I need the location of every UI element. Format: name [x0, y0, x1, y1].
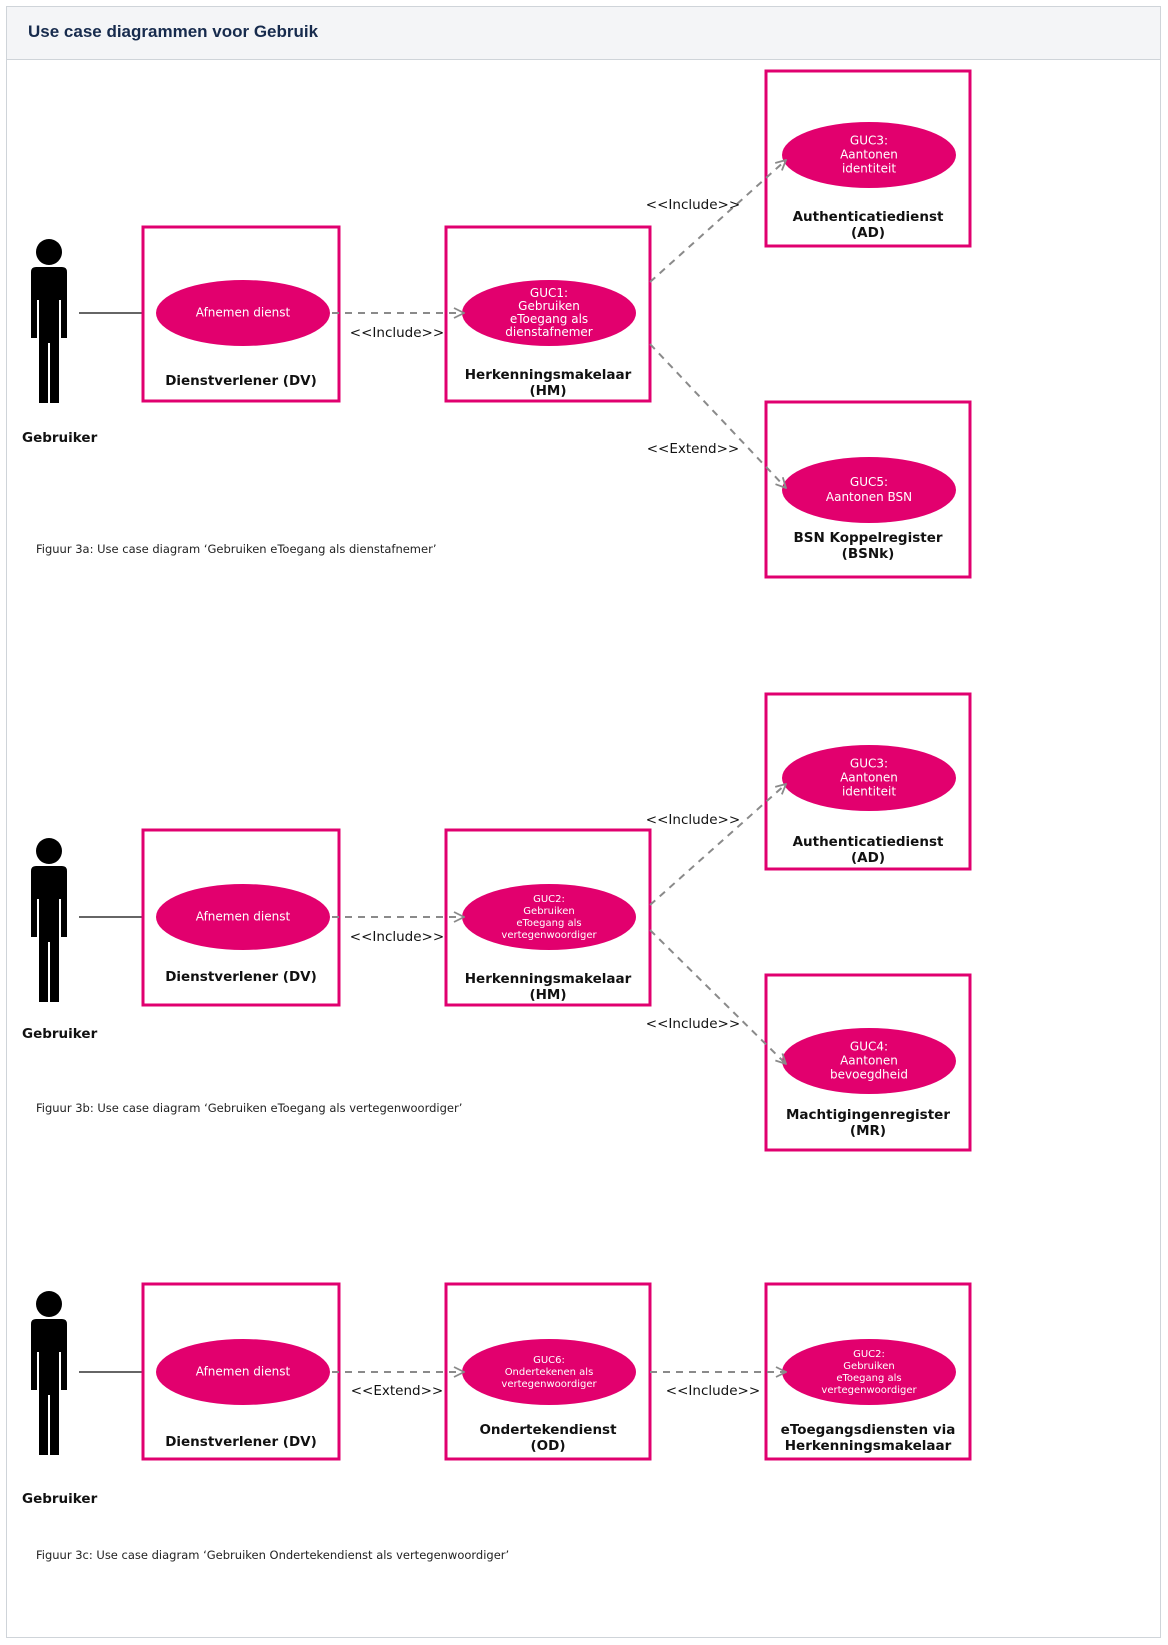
- relation-label: <<Include>>: [350, 929, 444, 945]
- system-name: Dienstverlener (DV): [165, 969, 317, 985]
- caption-figure-3a: Figuur 3a: Use case diagram ‘Gebruiken e…: [36, 542, 437, 556]
- relation-include-od-etoegang: <<Include>>: [650, 1372, 786, 1399]
- system-name: Herkenningsmakelaar(HM): [465, 971, 632, 1003]
- actor-head: [36, 1291, 62, 1317]
- system-name: Dienstverlener (DV): [165, 373, 317, 389]
- actor-label: Gebruiker: [22, 430, 98, 446]
- system-name: Authenticatiedienst(AD): [793, 834, 944, 866]
- use-case-ellipse: [782, 1339, 956, 1405]
- use-case-ellipse: [782, 1028, 956, 1094]
- actor-label: Gebruiker: [22, 1026, 98, 1042]
- use-case-ellipse: [462, 884, 636, 950]
- actor-head: [36, 838, 62, 864]
- use-case-ellipse: [156, 1339, 330, 1405]
- relation-label: <<Include>>: [666, 1383, 760, 1399]
- actor-body: [31, 1319, 67, 1455]
- panel-header: Use case diagrammen voor Gebruik: [7, 7, 1160, 60]
- use-case-ellipse: [156, 884, 330, 950]
- relation-include-hm-mr: <<Include>>: [646, 929, 786, 1064]
- system-bsn-koppelregister: GUC5:Aantonen BSN BSN Koppelregister(BSNk…: [764, 400, 972, 579]
- relation-label: <<Extend>>: [351, 1383, 444, 1399]
- caption-figure-3b: Figuur 3b: Use case diagram ‘Gebruiken e…: [36, 1101, 463, 1115]
- relation-extend-hm-bsnk: <<Extend>>: [647, 343, 786, 488]
- relation-label: <<Include>>: [646, 812, 740, 828]
- actor-gebruiker: Gebruiker: [22, 239, 98, 446]
- relation-include-hm-ad: <<Include>>: [646, 160, 786, 283]
- actor-body: [31, 866, 67, 1002]
- use-case-label: Afnemen dienst: [196, 306, 291, 320]
- relation-include-dv-hm: <<Include>>: [332, 917, 464, 945]
- relation-label: <<Include>>: [350, 325, 444, 341]
- relation-label: <<Include>>: [646, 197, 740, 213]
- system-name: Herkenningsmakelaar(HM): [465, 367, 632, 399]
- actor-gebruiker: Gebruiker: [22, 838, 98, 1042]
- relation-label: <<Extend>>: [647, 441, 740, 457]
- actor-label: Gebruiker: [22, 1491, 98, 1507]
- use-case-ellipse: [462, 1339, 636, 1405]
- actor-gebruiker: Gebruiker: [22, 1291, 98, 1507]
- system-name: Dienstverlener (DV): [165, 1434, 317, 1450]
- use-case-label: GUC5:Aantonen BSN: [826, 475, 912, 504]
- system-name: Authenticatiedienst(AD): [793, 209, 944, 241]
- relation-include-dv-hm: <<Include>>: [332, 313, 464, 341]
- relation-extend-dv-od: <<Extend>>: [332, 1372, 464, 1399]
- use-case-ellipse: [782, 457, 956, 523]
- dependency-arrow: [649, 784, 786, 906]
- use-case-ellipse: [156, 280, 330, 346]
- actor-head: [36, 239, 62, 265]
- actor-body: [31, 267, 67, 403]
- caption-figure-3c: Figuur 3c: Use case diagram ‘Gebruiken O…: [36, 1548, 510, 1562]
- page-title: Use case diagrammen voor Gebruik: [28, 22, 319, 41]
- use-case-label: Afnemen dienst: [196, 1365, 291, 1379]
- system-name: Machtigingenregister(MR): [786, 1107, 950, 1139]
- system-name: BSN Koppelregister(BSNk): [793, 530, 942, 562]
- use-case-ellipse: [782, 745, 956, 811]
- system-name: Ondertekendienst(OD): [479, 1422, 617, 1454]
- relation-label: <<Include>>: [646, 1016, 740, 1032]
- use-case-label: Afnemen dienst: [196, 910, 291, 924]
- relation-include-hm-ad: <<Include>>: [646, 784, 786, 906]
- dependency-arrow: [649, 929, 786, 1064]
- dependency-arrow: [649, 160, 786, 283]
- use-case-ellipse: [782, 122, 956, 188]
- use-case-ellipse: [462, 280, 636, 346]
